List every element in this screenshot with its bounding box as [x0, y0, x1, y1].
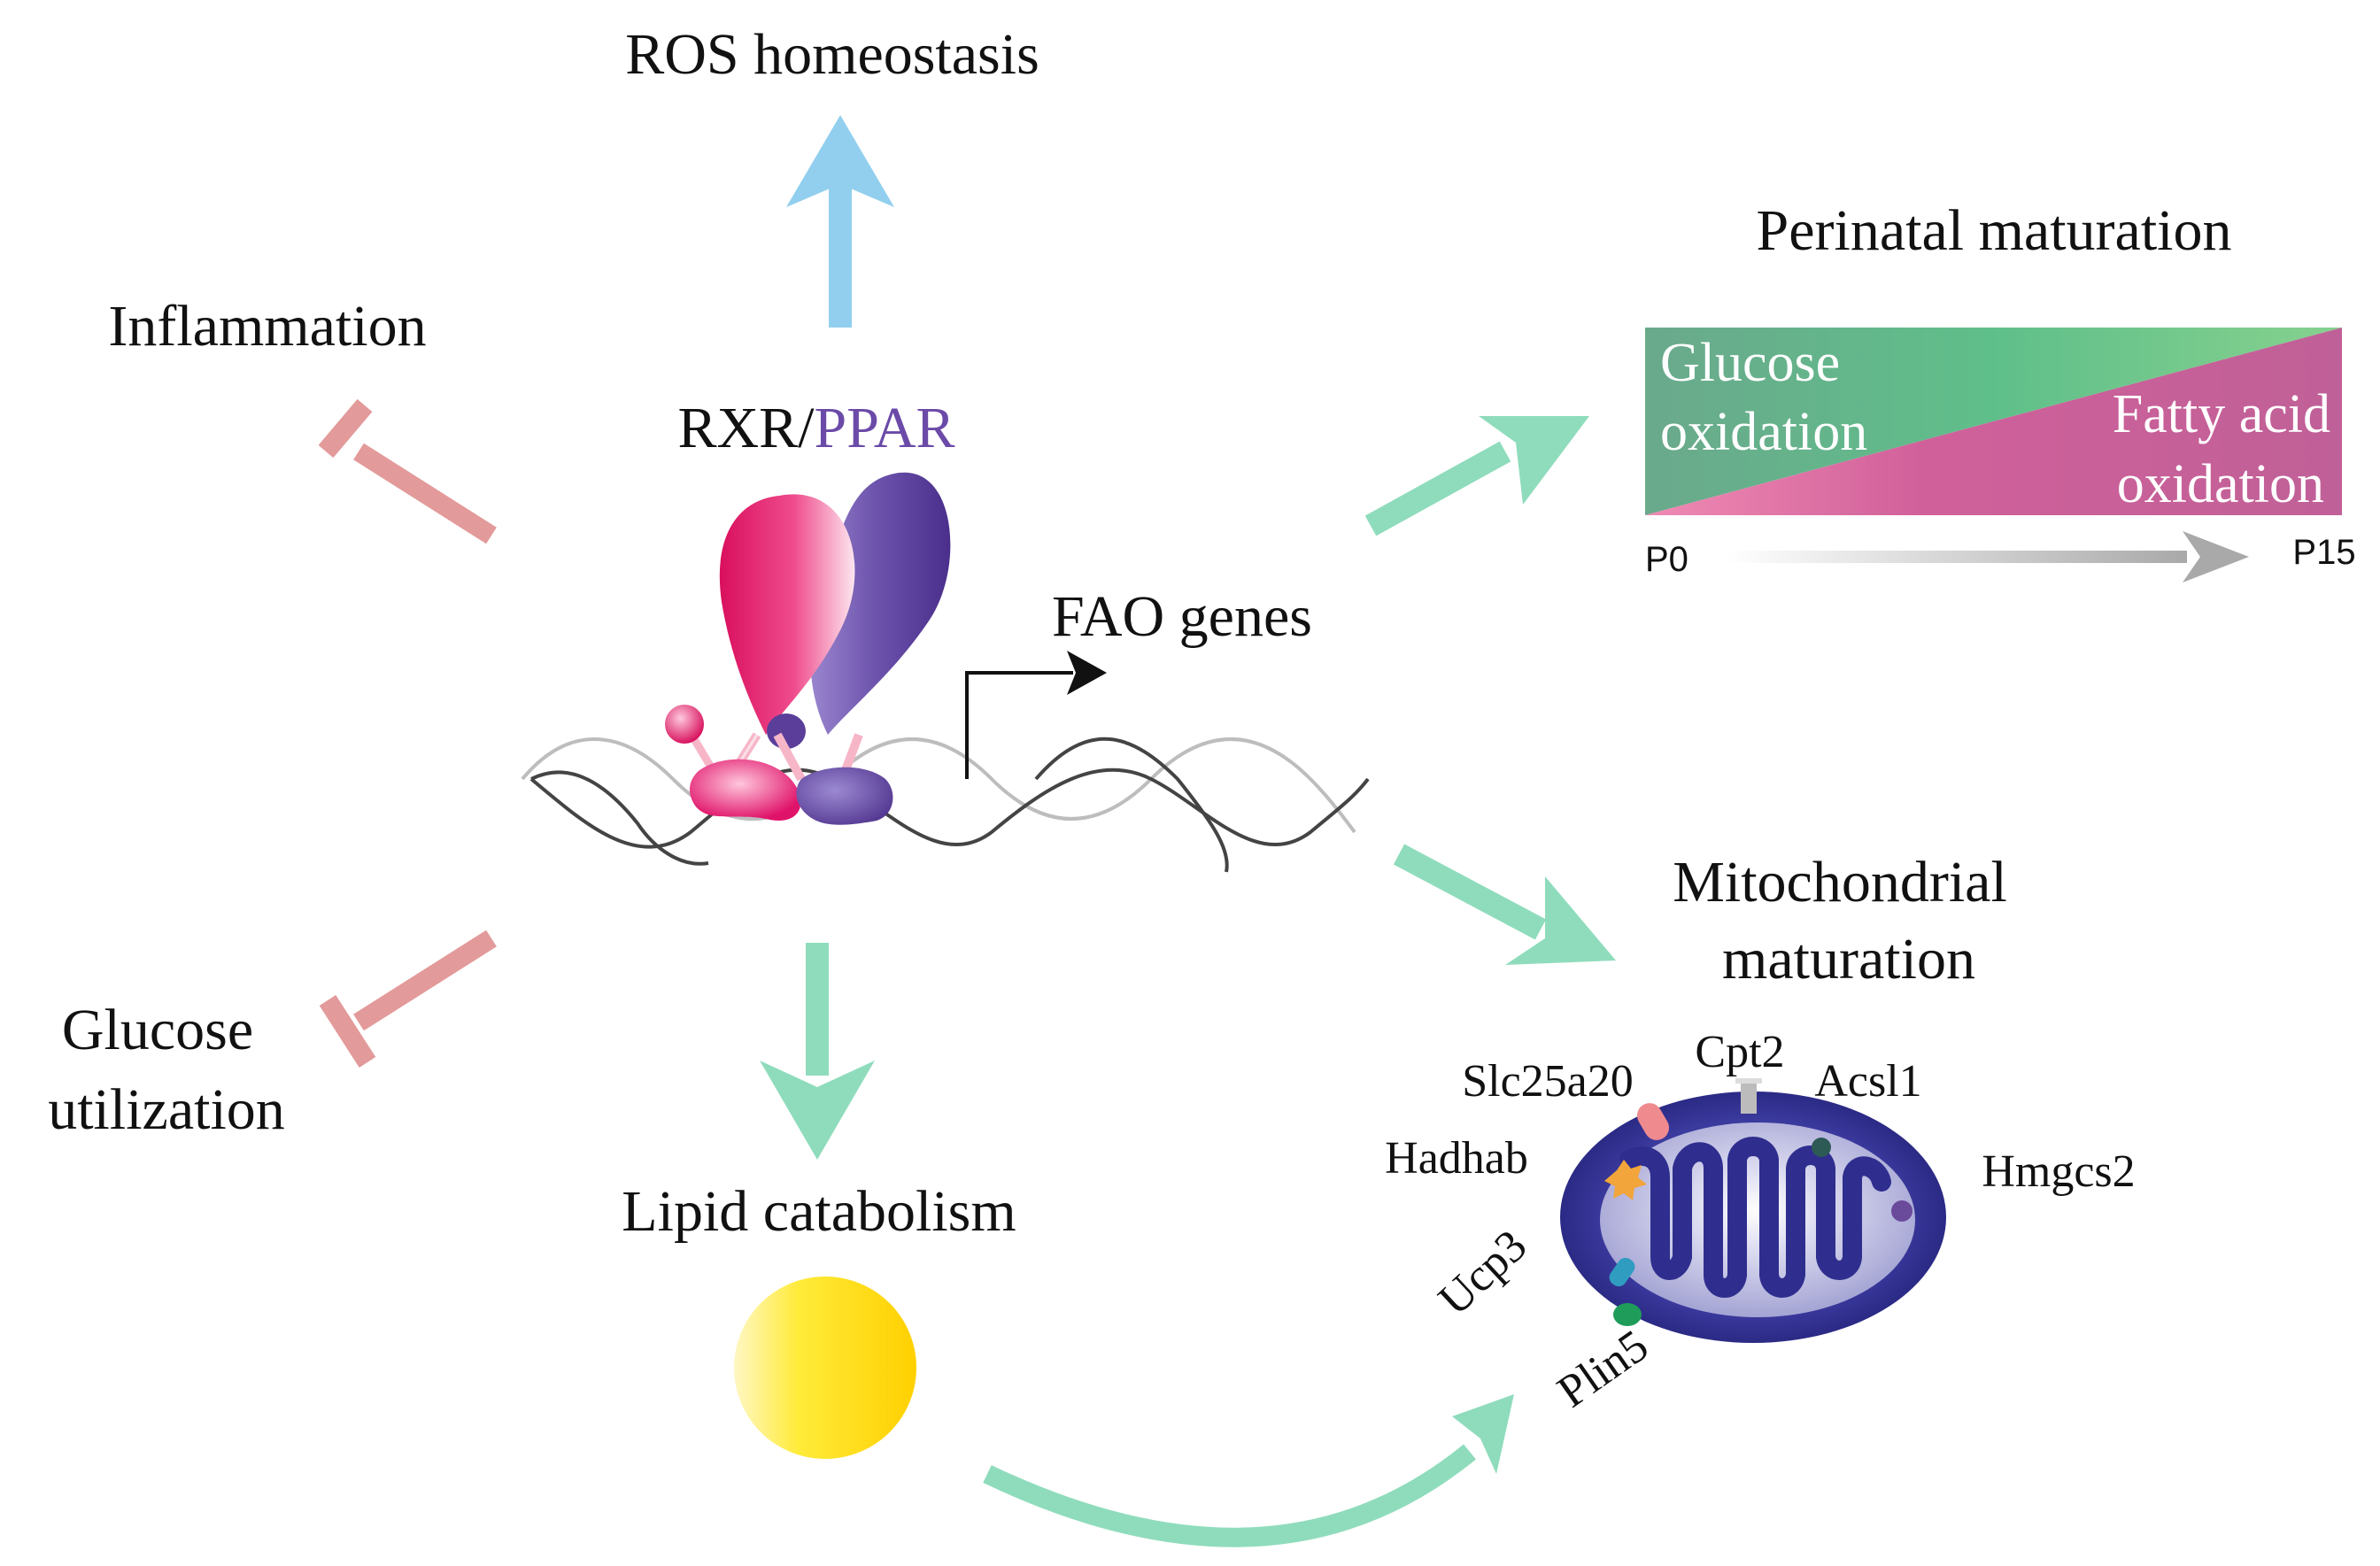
acsl1-label: Acsl1 — [1814, 1056, 1921, 1107]
slc25a20-label: Slc25a20 — [1462, 1056, 1634, 1107]
ligand-ball — [665, 705, 704, 744]
lipid-catabolism-arrow — [760, 943, 875, 1160]
mitochondrial-maturation-label-line2: maturation — [1722, 927, 1975, 991]
acsl1-protein — [1812, 1138, 1831, 1157]
glucose-utilization-label-line2: utilization — [48, 1077, 285, 1142]
cpt2-label: Cpt2 — [1695, 1027, 1784, 1077]
metabolic-switch-panel: Glucose oxidation Fatty acid oxidation P… — [1645, 328, 2356, 582]
receptor-label: RXR/PPAR — [677, 396, 954, 460]
fatty-acid-oxidation-label-line1: Fatty acid — [2113, 384, 2330, 444]
inflammation-inhibit-arrow — [318, 398, 497, 544]
glucose-utilization-inhibit-arrow — [319, 930, 497, 1068]
fao-genes-label: FAO genes — [1052, 584, 1312, 649]
ppar-label: PPAR — [815, 396, 955, 460]
receptor-separator: / — [798, 396, 815, 460]
rxr-ppar-heterodimer — [665, 472, 951, 825]
slc25a20-protein — [1637, 1103, 1669, 1140]
dna-helix — [521, 737, 1370, 873]
glucose-utilization-label-line1: Glucose — [62, 998, 253, 1062]
p15-label: P15 — [2292, 533, 2355, 572]
glucose-oxidation-label-line2: oxidation — [1660, 402, 1867, 462]
glucose-oxidation-label-line1: Glucose — [1660, 333, 1840, 393]
ppar-dbd — [796, 767, 893, 825]
ucp3-protein — [1609, 1257, 1635, 1287]
mito-cristae — [1619, 1137, 1891, 1298]
rxr-label: RXR — [677, 396, 798, 460]
fatty-acid-oxidation-label-line2: oxidation — [2117, 454, 2324, 514]
fatty-acid-oxidation-band — [1645, 328, 2342, 515]
mitochondrion — [1560, 1078, 1946, 1343]
mitochondrial-maturation-arrow — [1393, 844, 1616, 965]
hmgcs2-label: Hmgcs2 — [1982, 1146, 2135, 1197]
plin5-protein — [1613, 1303, 1642, 1326]
ros-arrow — [786, 115, 894, 328]
hmgcs2-protein — [1891, 1200, 1912, 1222]
perinatal-maturation-label: Perinatal maturation — [1757, 198, 2232, 263]
hadhab-protein — [1604, 1160, 1647, 1200]
perinatal-maturation-arrow — [1364, 416, 1589, 536]
p0-label: P0 — [1645, 540, 1688, 579]
hadhab-label: Hadhab — [1385, 1133, 1528, 1184]
rxr-lbd — [719, 494, 855, 735]
transcription-start-arrow — [965, 651, 1107, 779]
lipid-catabolism-label: Lipid catabolism — [622, 1179, 1016, 1244]
plin5-label: Plin5 — [1549, 1321, 1658, 1418]
droplet-to-mito-arrow — [983, 1394, 1514, 1547]
cpt2-protein — [1741, 1082, 1757, 1114]
ucp3-label: Ucp3 — [1429, 1221, 1536, 1326]
lipid-droplet — [734, 1277, 916, 1459]
ros-homeostasis-label: ROS homeostasis — [625, 22, 1039, 87]
mitochondrial-maturation-label-line1: Mitochondrial — [1673, 850, 2007, 914]
time-axis-arrow — [1727, 531, 2249, 582]
inflammation-label: Inflammation — [108, 294, 426, 359]
rxr-dbd — [689, 759, 801, 821]
